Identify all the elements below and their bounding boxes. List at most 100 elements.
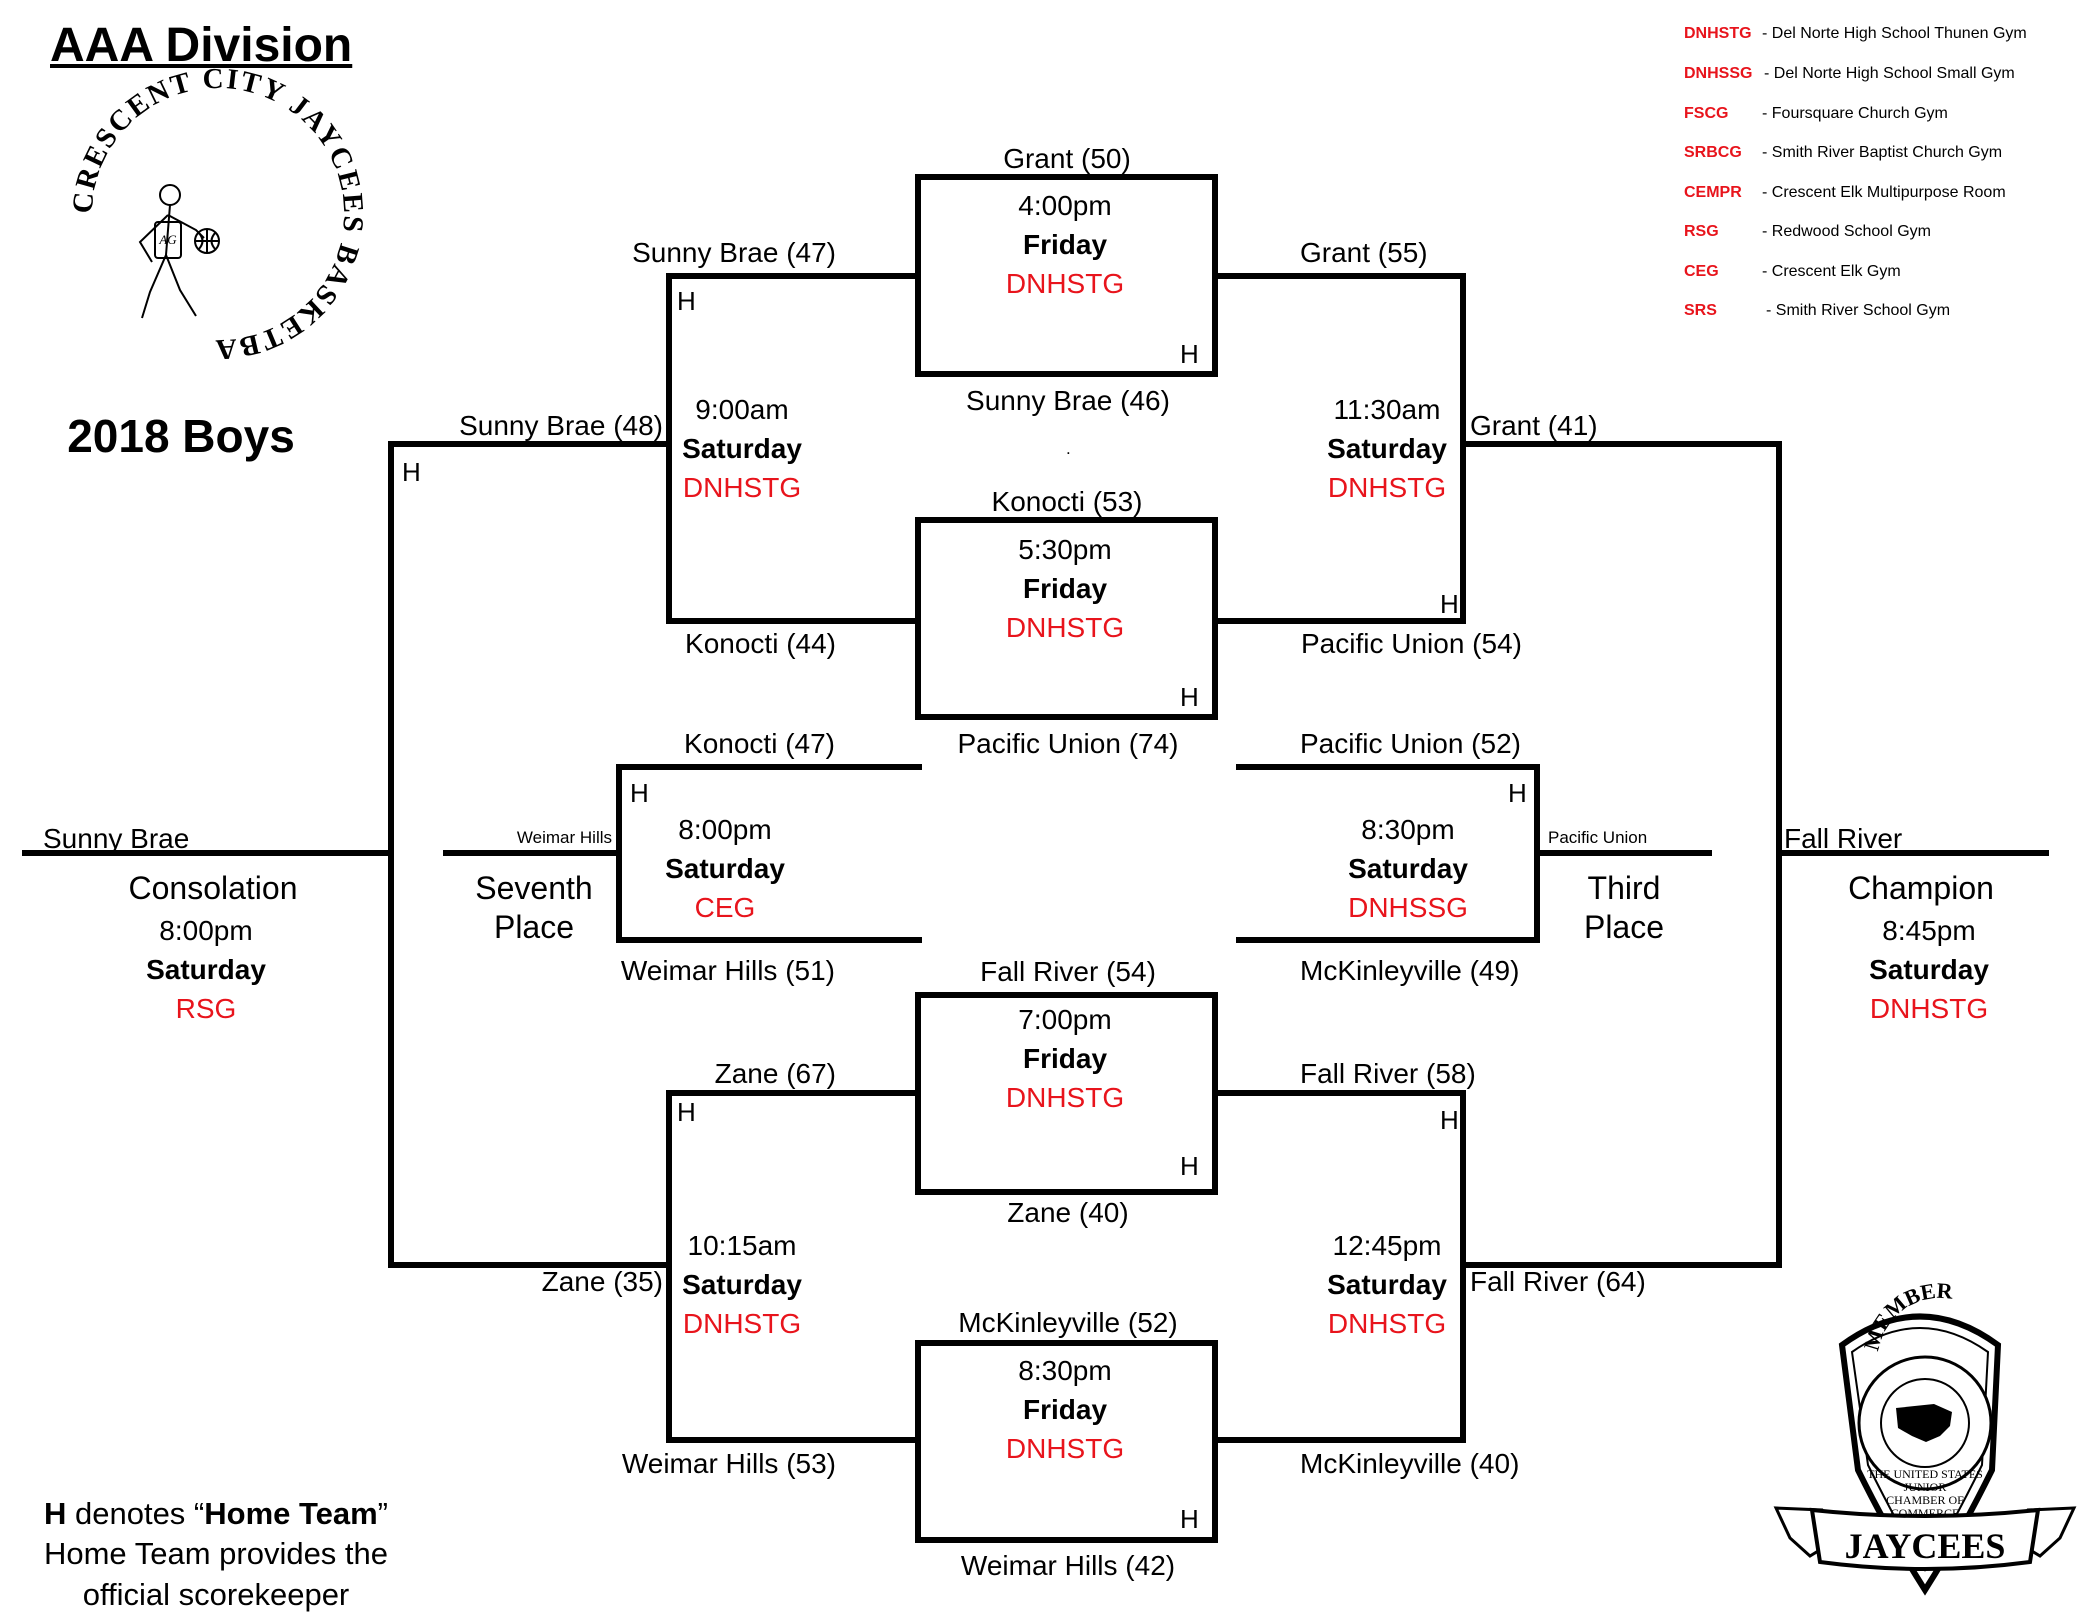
game-time: 8:30pm	[1018, 1355, 1112, 1386]
home-marker: H	[1440, 589, 1459, 619]
game-time: 9:00am	[695, 394, 789, 425]
note-line-2: Home Team provides the	[43, 1536, 389, 1572]
team-label: Grant (55)	[1300, 237, 1428, 268]
semi-right-top-connector	[1215, 273, 1466, 624]
game-day: Saturday	[682, 1269, 802, 1300]
game-time: 8:00pm	[159, 915, 253, 946]
game-venue: DNHSTG	[1327, 472, 1447, 503]
stray-dot: .	[1066, 439, 1071, 458]
legend-name: - Foursquare Church Gym	[1762, 105, 1948, 122]
home-marker: H	[1180, 1504, 1199, 1534]
game-venue: CEG	[694, 892, 756, 923]
game-venue: DNHSTG	[1869, 993, 1989, 1024]
game-time: 7:00pm	[1018, 1004, 1112, 1035]
legend-code: SRS	[1684, 302, 1717, 319]
note-home-team: Home Team	[204, 1496, 378, 1531]
team-label: Weimar Hills (51)	[620, 955, 835, 986]
legend-name: - Del Norte High School Thunen Gym	[1762, 25, 2027, 42]
game-venue: DNHSTG	[1005, 268, 1125, 299]
game-time: 4:00pm	[1018, 190, 1112, 221]
semi-left-bottom-connector	[666, 1090, 918, 1443]
team-label: Fall River (54)	[980, 956, 1156, 987]
basketball-icon	[194, 228, 220, 254]
legend-code: FSCG	[1684, 105, 1729, 122]
game-time: 10:15am	[687, 1230, 797, 1261]
home-marker: H	[1180, 682, 1199, 712]
game-day: Friday	[1022, 1043, 1108, 1074]
game-venue: DNHSTG	[1005, 1082, 1125, 1113]
division-title: AAA Division	[50, 19, 353, 72]
note-line-1: H denotes “Home Team”	[44, 1494, 388, 1534]
legend-name: - Crescent Elk Gym	[1762, 263, 1901, 280]
game-time: 8:45pm	[1882, 915, 1976, 946]
home-marker: H	[1508, 778, 1527, 808]
game-day: Saturday	[1348, 853, 1468, 884]
badge-line-2: JUNIOR	[1904, 1480, 1947, 1494]
team-label: Zane (40)	[1007, 1197, 1129, 1228]
legend-code: CEMPR	[1684, 184, 1742, 201]
game-venue: DNHSTG	[682, 472, 802, 503]
semi-left-top-connector	[666, 273, 918, 624]
legend-code: CEG	[1684, 263, 1719, 280]
game-venue: DNHSTG	[682, 1308, 802, 1339]
home-team-note: H denotes “Home Team” Home Team provides…	[44, 1494, 388, 1615]
team-label: Grant (50)	[1003, 143, 1131, 174]
note-line-3: official scorekeeper	[82, 1576, 350, 1612]
home-marker: H	[1180, 339, 1199, 369]
game-day: Friday	[1022, 1394, 1108, 1425]
seventh-place-label: Seventh Place	[475, 870, 593, 946]
home-marker: H	[1180, 1151, 1199, 1181]
legend-code: RSG	[1684, 223, 1719, 240]
legend-code: DNHSTG	[1684, 25, 1752, 42]
semi-right-bottom-connector	[1215, 1090, 1466, 1443]
legend-name: - Smith River Baptist Church Gym	[1762, 144, 2003, 161]
legend-name: - Redwood School Gym	[1762, 223, 1931, 240]
jaycees-badge: MEMBER THE UNITED STATES JUNIOR CHAMBER …	[1773, 1278, 2077, 1596]
home-marker: H	[1440, 1105, 1459, 1135]
champion-winner: Fall River	[1784, 823, 1903, 854]
year-title: 2018 Boys	[67, 410, 295, 462]
team-label: Sunny Brae (46)	[966, 385, 1170, 416]
badge-banner-text: JAYCEES	[1845, 1526, 2006, 1566]
third-place-label: Third Place	[1583, 870, 1665, 946]
team-label: Grant (41)	[1470, 410, 1598, 441]
badge-line-3: CHAMBER OF	[1886, 1493, 1964, 1507]
home-marker: H	[630, 778, 649, 808]
champion-label: Champion	[1848, 870, 1994, 906]
game-day: Saturday	[682, 433, 802, 464]
usa-map-icon	[1896, 1404, 1952, 1442]
game-time: 11:30am	[1333, 394, 1441, 425]
game-time: 5:30pm	[1018, 534, 1112, 565]
game-day: Saturday	[665, 853, 785, 884]
team-label: Zane (35)	[541, 1266, 663, 1297]
note-h: H	[43, 1496, 67, 1531]
team-label: Sunny Brae (47)	[632, 237, 836, 268]
legend-name: - Crescent Elk Multipurpose Room	[1762, 184, 2006, 201]
game-day: Saturday	[1869, 954, 1989, 985]
team-label: McKinleyville (49)	[1300, 955, 1520, 986]
basketball-player-icon	[138, 184, 205, 319]
game-venue: RSG	[175, 993, 237, 1024]
third-place-winner: Pacific Union	[1548, 828, 1648, 847]
game-day: Saturday	[1327, 1269, 1447, 1300]
legend-code: DNHSSG	[1684, 65, 1753, 82]
team-label: Konocti (53)	[991, 486, 1143, 517]
team-label: McKinleyville (52)	[958, 1307, 1178, 1338]
game-time: 8:30pm	[1361, 814, 1455, 845]
game-day: Saturday	[1327, 433, 1447, 464]
seventh-place-winner: Weimar Hills	[516, 828, 612, 847]
home-marker: H	[677, 1097, 696, 1127]
game-day: Friday	[1022, 229, 1108, 260]
team-label: Weimar Hills (53)	[621, 1448, 836, 1479]
team-label: Konocti (47)	[684, 728, 835, 759]
consolation-label: Consolation	[128, 870, 298, 906]
team-label: Konocti (44)	[685, 628, 836, 659]
legend-name: - Smith River School Gym	[1766, 302, 1951, 319]
legend-code: SRBCG	[1684, 144, 1742, 161]
team-label: Sunny Brae (48)	[459, 410, 663, 441]
team-label: McKinleyville (40)	[1300, 1448, 1520, 1479]
legend-name: - Del Norte High School Small Gym	[1764, 65, 2015, 82]
team-label: Fall River (58)	[1300, 1058, 1476, 1089]
home-marker: H	[677, 286, 696, 316]
